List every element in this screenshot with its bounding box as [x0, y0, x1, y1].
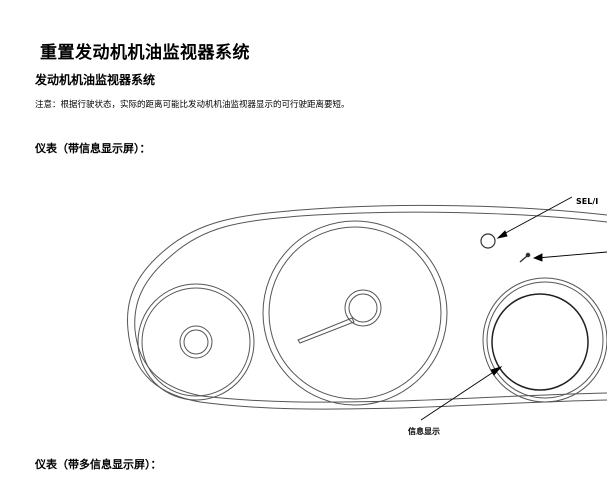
sel-reset-knob — [480, 233, 496, 249]
sel-reset-callout-label: SEL/I — [576, 197, 598, 206]
cluster-housing — [126, 204, 607, 410]
gauge-with-multi-info-display-heading: 仪表（带多信息显示屏）： — [35, 458, 162, 471]
wrench-icon — [519, 252, 531, 263]
speedometer — [262, 220, 448, 406]
note-text: 注意：根据行驶状态，实际的距离可能比发动机机油监视器显示的可行驶距离要短。 — [35, 100, 350, 110]
info-display-callout-label: 信息显示 — [408, 426, 440, 436]
left-gauge — [137, 283, 255, 401]
page-title: 重置发动机机油监视器系统 — [40, 43, 250, 63]
info-display-gauge — [482, 277, 607, 403]
section-title: 发动机机油监视器系统 — [35, 73, 156, 87]
gauge-with-info-display-heading: 仪表（带信息显示屏）： — [35, 142, 151, 155]
callout-leaders — [420, 196, 607, 421]
